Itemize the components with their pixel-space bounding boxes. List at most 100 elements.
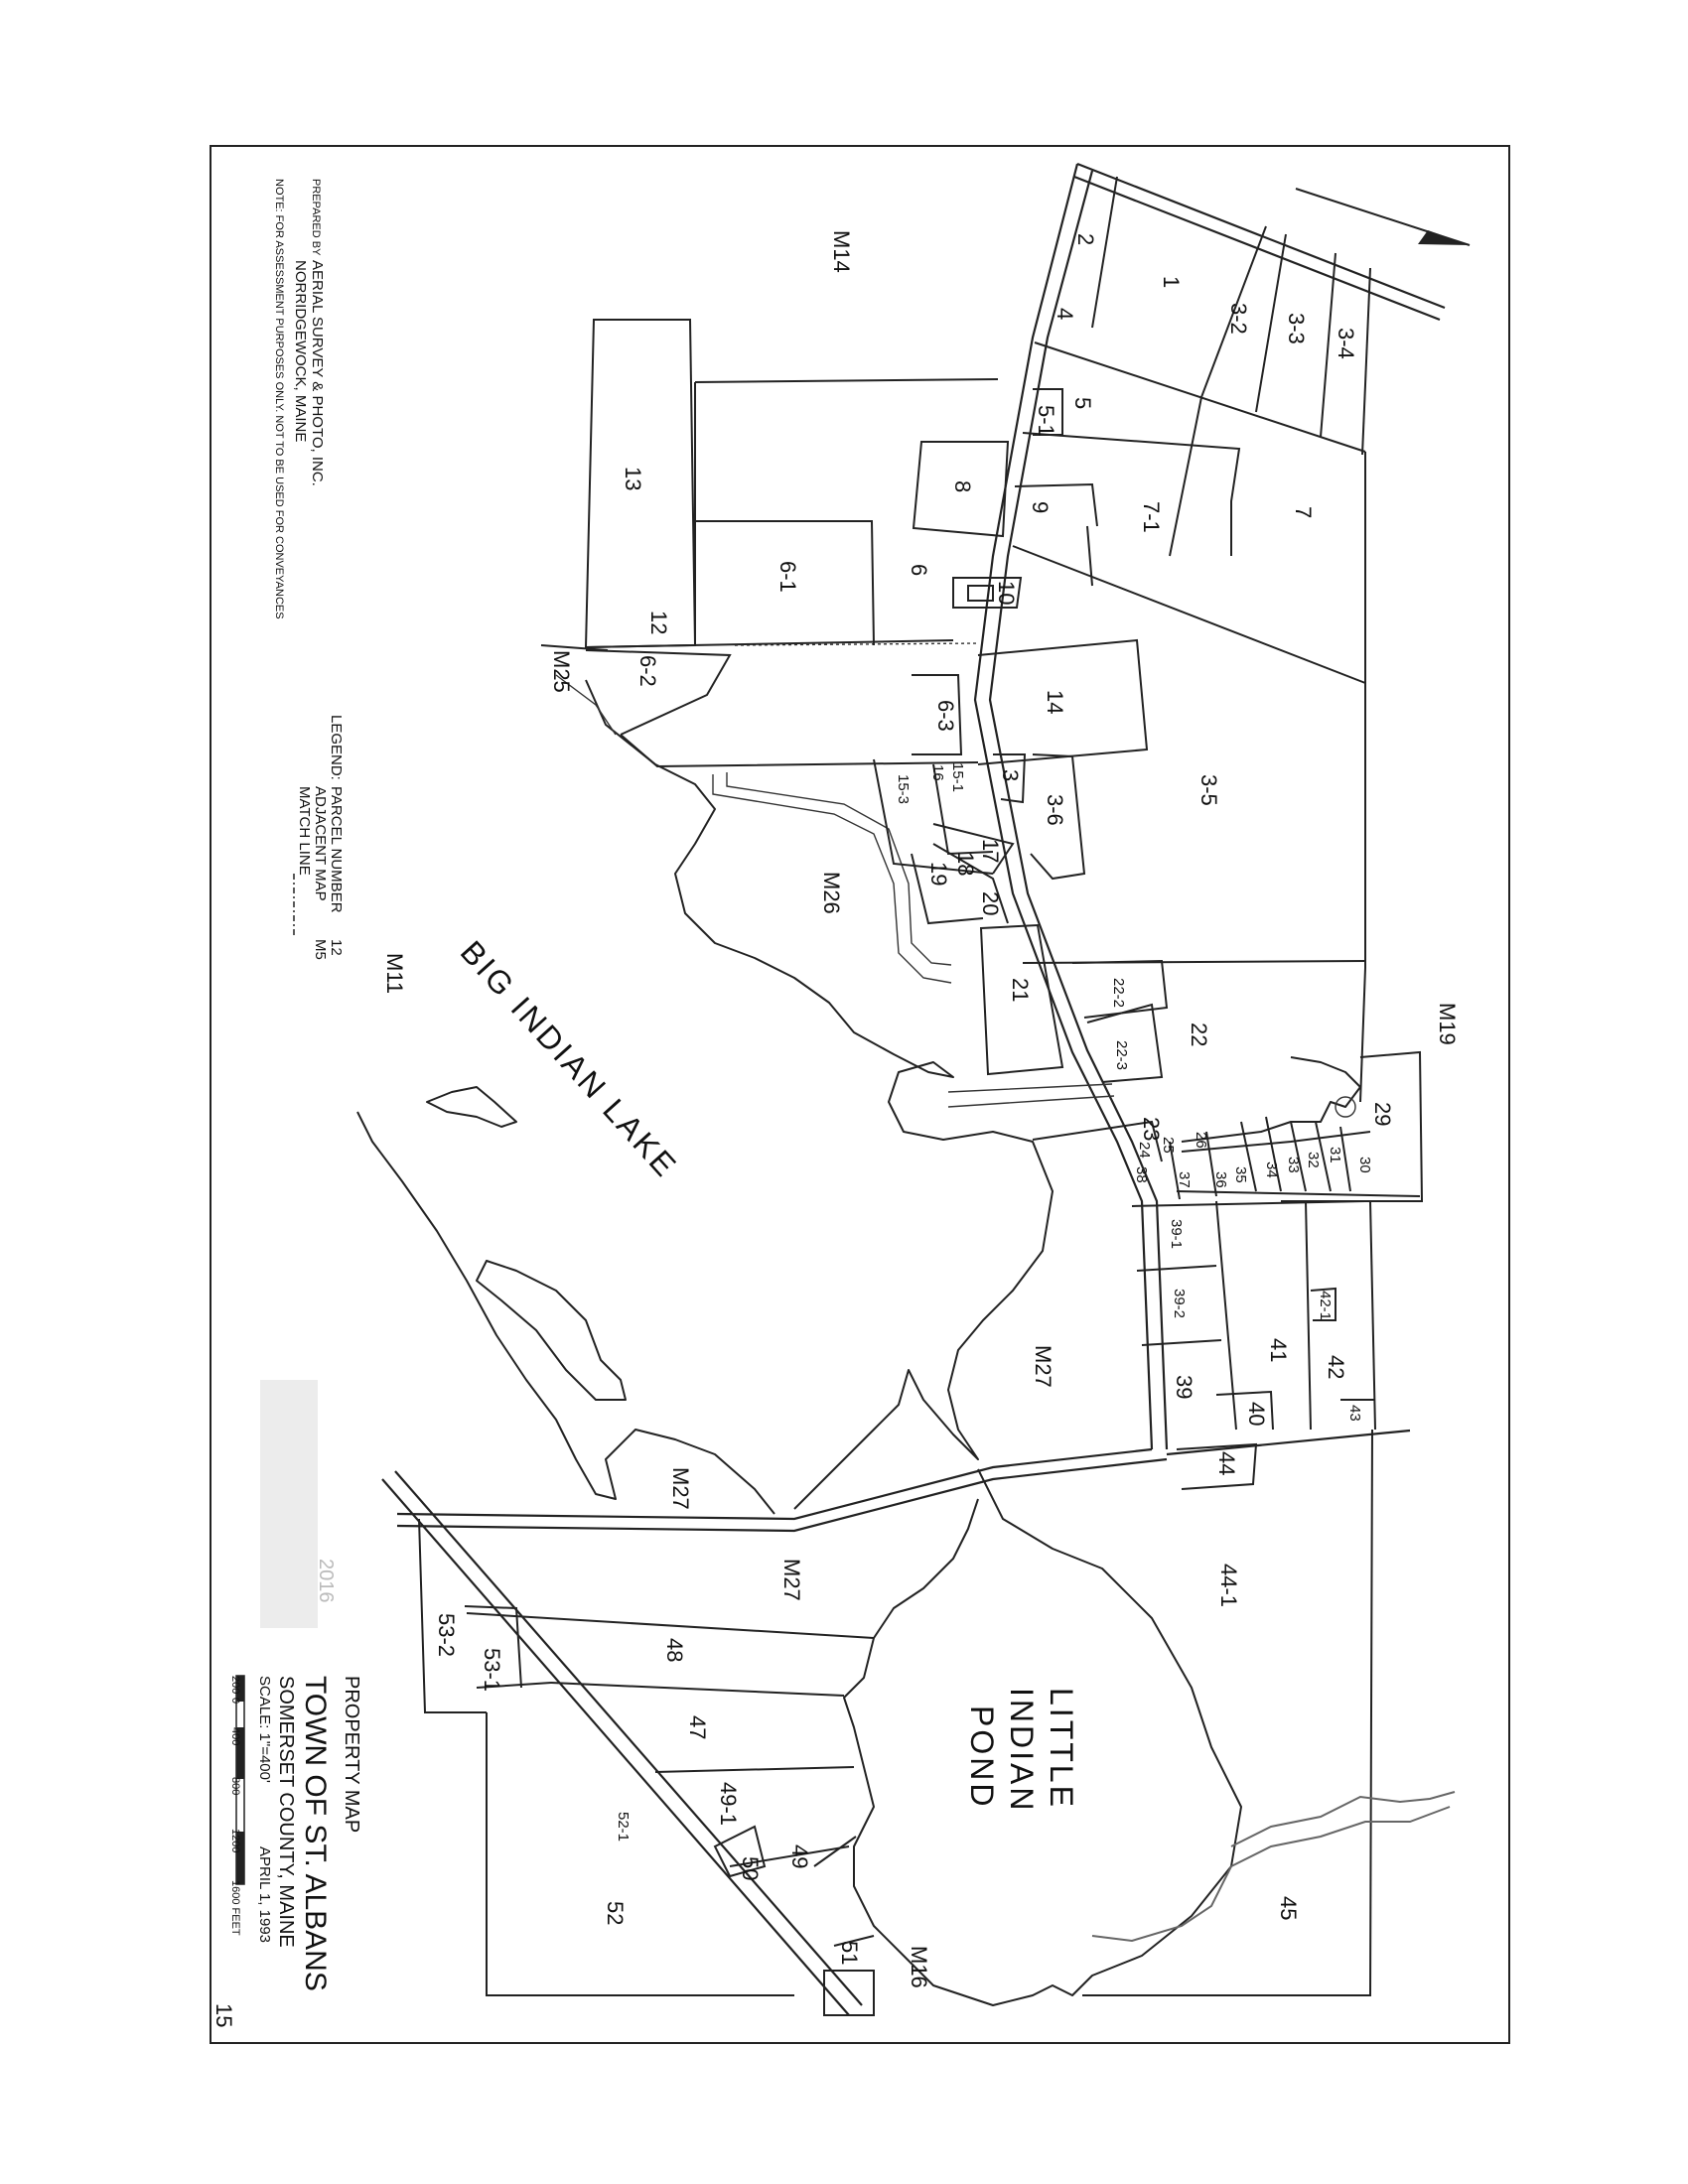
adjacent-map-label: M26 [819,872,844,914]
parcel-label: 25 [1160,1137,1177,1154]
scale-bar: 200 0 400 800 1200 1600 FEET [229,1675,245,1936]
parcel-label: 26 [1193,1132,1209,1149]
parcel-label: 2 [1073,233,1098,245]
parcel-label: 22 [1187,1023,1211,1046]
adjacent-map-label: M27 [668,1467,693,1510]
adjacent-map-label: M14 [829,230,854,273]
shorelines [356,674,1456,2006]
parcel-label: 44-1 [1216,1564,1241,1607]
town-name: TOWN OF ST. ALBANS [299,1676,332,1991]
parcel-label: 31 [1327,1147,1343,1163]
parcel-label: 37 [1176,1171,1193,1188]
scale-tick: 1200 [229,1829,241,1852]
pond-word-2: INDIAN [1004,1688,1040,1813]
parcel-label: 10 [994,581,1019,605]
parcel-label: 24 [1136,1142,1153,1159]
parcel-label: 42 [1324,1355,1348,1379]
parcel-label: 6-3 [933,700,958,732]
parcel-label: 5 [1070,397,1095,409]
parcel-label: 20 [978,891,1003,915]
adjacent-map-label: M11 [382,953,407,994]
parcel-label: 15-3 [895,774,912,804]
parcel-label: 53-1 [480,1648,504,1692]
parcel-label: 7 [1291,506,1316,518]
parcel-label: 22-2 [1110,978,1127,1008]
parcel-label: 49 [787,1844,812,1868]
parcel-label: 13 [621,467,645,490]
parcel-label: 45 [1276,1896,1301,1920]
scale-tick: 200 [229,1676,241,1694]
parcel-label: 42-1 [1317,1291,1334,1320]
legend-item-label: ADJACENT MAP [312,786,329,901]
parcel-label: 6-2 [635,655,660,687]
parcel-label: 35 [1232,1166,1249,1183]
parcel-label: 3-3 [1284,313,1309,344]
parcel-label: 39-2 [1171,1289,1188,1318]
scale-text: SCALE: 1"=400' [256,1676,273,1783]
parcel-label: 19 [926,862,951,886]
parcel-label: 53-2 [434,1613,459,1657]
parcel-label: 8 [950,480,975,492]
parcel-label: 3-4 [1334,328,1358,359]
parcel-label: 3-2 [1226,303,1251,335]
parcel-label: 40 [1244,1402,1269,1426]
legend-item-example: M5 [312,939,329,960]
parcel-label: 16 [929,764,946,781]
parcel-label: 3-6 [1043,794,1067,826]
parcel-label: 30 [1356,1157,1373,1173]
pond-word-3: POND [964,1706,1000,1809]
legend-item-example: 12 [328,939,345,956]
parcel-label: 6 [907,564,931,576]
parcel-label: 9 [1028,501,1053,513]
parcel-lines [418,176,1424,2016]
parcel-label: 36 [1212,1171,1229,1188]
north-arrow-icon [1295,188,1471,246]
parcel-label: 49-1 [716,1782,741,1826]
parcel-label: 43 [1346,1405,1363,1422]
adjacent-map-labels: M14 M19 M11 M25 M26 M27 M27 M27 M16 [382,230,1460,1988]
parcel-label: 7-1 [1139,501,1164,533]
parcel-label: 21 [1008,978,1033,1002]
legend-item-label: MATCH LINE [296,786,313,876]
adjacent-map-label: M27 [1031,1345,1055,1388]
adjacent-map-label: M27 [779,1559,804,1601]
adjacent-map-label: M19 [1435,1003,1460,1045]
parcel-label: 3-5 [1196,774,1221,806]
parcel-label: 1 [1159,276,1184,288]
parcel-label: 33 [1285,1157,1302,1173]
parcel-label: 15-1 [949,762,966,792]
parcel-label: 23 [1139,1117,1164,1141]
parcel-label: 18 [953,852,978,876]
parcel-label: 14 [1043,690,1067,714]
parcel-label: 29 [1370,1102,1395,1126]
legend: LEGEND: PARCEL NUMBER 12 ADJACENT MAP M5… [293,715,345,960]
parcel-label: 51 [837,1941,862,1965]
parcel-label: 52-1 [615,1812,632,1842]
pond-word-1: LITTLE [1044,1688,1079,1810]
survey-location: NORRIDGEWOCK, MAINE [292,260,309,442]
title-block: PROPERTY MAP TOWN OF ST. ALBANS SOMERSET… [229,1675,362,1991]
parcel-label: 50 [738,1856,763,1880]
legend-title: LEGEND: [328,715,345,780]
stamp-year: 2016 [315,1559,337,1603]
assessment-note: NOTE: FOR ASSESSMENT PURPOSES ONLY. NOT … [273,179,285,619]
map-date: APRIL 1, 1993 [256,1846,273,1943]
parcel-label: 12 [646,611,671,634]
parcel-label: 52 [603,1901,628,1925]
parcel-label: 41 [1266,1338,1291,1362]
big-indian-lake-label: BIG INDIAN LAKE [454,934,685,1185]
parcel-label: 3 [998,769,1023,781]
parcel-label: 47 [685,1715,710,1739]
stamp-smudge [260,1380,318,1628]
adjacent-map-label: M25 [549,650,574,693]
parcel-label: 39-1 [1168,1219,1185,1249]
scale-tick: 800 [229,1777,241,1795]
parcel-label: 48 [662,1638,687,1662]
little-indian-pond-label: LITTLE INDIAN POND [964,1688,1079,1813]
map-frame [210,145,1510,2044]
parcel-label: 32 [1305,1152,1322,1168]
prepared-by-block: PREPARED BY AERIAL SURVEY & PHOTO, INC. … [273,179,326,619]
parcel-label: 39 [1172,1375,1196,1399]
scale-tick: 1600 FEET [229,1880,241,1936]
